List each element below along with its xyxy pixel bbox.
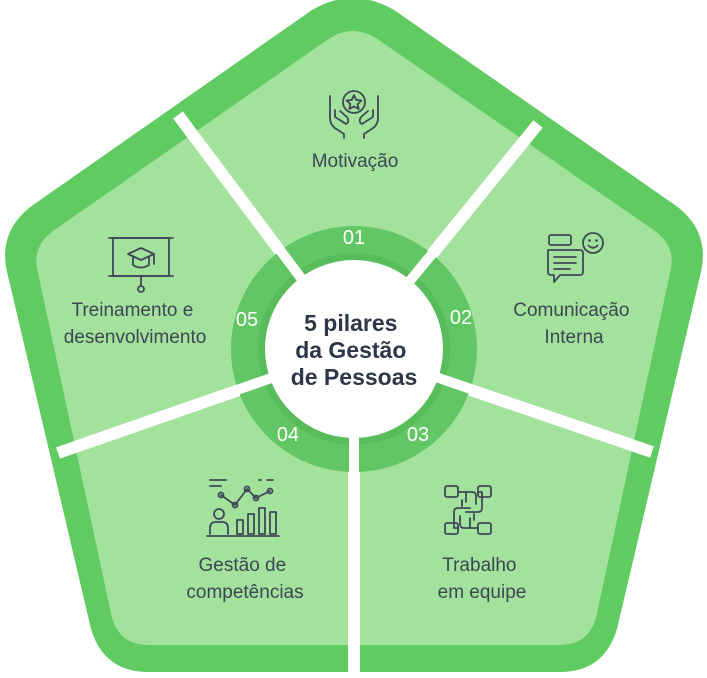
center-circle [265,260,443,438]
pillar-number-02: 02 [450,307,472,329]
growth-chart-icon [206,479,280,537]
hands-star-icon [329,90,379,139]
pillar-number-03: 03 [407,424,429,446]
pillar-number-04: 04 [277,424,299,446]
chat-smile-icon [547,232,604,283]
center-title: 5 pilares da Gestão de Pessoas [291,310,418,390]
pillar-label-motivacao: Motivação [312,151,399,172]
pillar-number-01: 01 [343,227,365,249]
center-title-line: da Gestão [295,337,406,363]
pillar-label-competencias: Gestão de competências [186,555,303,603]
pillar-label-treinamento: Treinamento e desenvolvimento [64,300,207,348]
teamwork-hands-icon [444,485,492,535]
pillar-label-trabalho: Trabalho em equipe [438,555,527,603]
presentation-board-icon [108,237,174,293]
center-title-line: de Pessoas [291,364,418,390]
pillar-label-comunicacao: Comunicação Interna [513,300,634,348]
pillar-number-05: 05 [236,309,258,331]
center-title-line: 5 pilares [304,310,397,336]
